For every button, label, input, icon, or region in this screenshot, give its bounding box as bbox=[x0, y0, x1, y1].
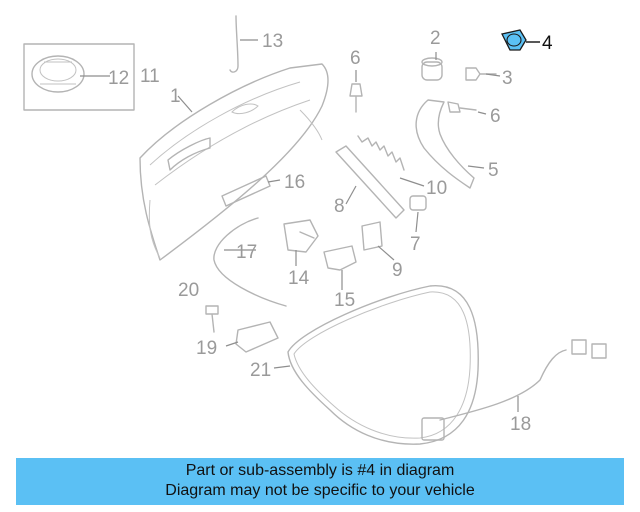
banner-line-part: Part or sub-assembly is #4 in diagram bbox=[185, 462, 455, 479]
part-2-bushing bbox=[421, 57, 443, 81]
part-16-bracket bbox=[221, 175, 271, 207]
callout-17: 17 bbox=[236, 242, 257, 263]
callout-6-upper: 6 bbox=[350, 48, 361, 69]
part-20-bolt bbox=[205, 305, 219, 333]
part-21-weatherstrip bbox=[287, 285, 479, 445]
callout-5: 5 bbox=[488, 160, 499, 181]
part-5-hinge bbox=[415, 99, 475, 189]
callout-8: 8 bbox=[334, 196, 345, 217]
part-10-spring bbox=[357, 135, 405, 171]
part-4-clip bbox=[501, 29, 527, 51]
callout-14: 14 bbox=[288, 268, 310, 289]
part-17-cable bbox=[213, 217, 287, 307]
info-banner: Part or sub-assembly is #4 in diagram Di… bbox=[16, 458, 624, 505]
callout-11: 11 bbox=[140, 66, 160, 87]
part-14-latch bbox=[283, 219, 319, 253]
part-3-bolt bbox=[465, 67, 497, 81]
callout-19: 19 bbox=[196, 338, 217, 359]
part-9-striker bbox=[361, 221, 383, 251]
part-13-wire bbox=[229, 15, 239, 73]
inset-box-11 bbox=[23, 43, 135, 111]
callout-16: 16 bbox=[284, 172, 305, 193]
trunk-lid bbox=[139, 63, 329, 261]
part-6-bolt-upper bbox=[349, 83, 363, 113]
callout-4: 4 bbox=[542, 33, 553, 54]
banner-line-disclaimer: Diagram may not be specific to your vehi… bbox=[165, 482, 475, 499]
callout-20: 20 bbox=[178, 280, 199, 301]
part-8-strut bbox=[335, 145, 405, 219]
callout-6-right: 6 bbox=[490, 106, 501, 127]
part-19-plate bbox=[235, 321, 279, 353]
callout-10: 10 bbox=[426, 178, 447, 199]
callout-15: 15 bbox=[334, 290, 355, 311]
callout-3: 3 bbox=[502, 68, 513, 89]
part-15-plate bbox=[323, 245, 357, 271]
callout-1: 1 bbox=[170, 86, 181, 107]
part-6-bolt-right bbox=[447, 101, 477, 113]
callout-12: 12 bbox=[108, 68, 129, 89]
callout-18: 18 bbox=[510, 414, 531, 435]
part-7-bumper bbox=[409, 195, 427, 211]
part-18-harness bbox=[421, 339, 607, 441]
callout-13: 13 bbox=[262, 31, 283, 52]
callout-21: 21 bbox=[250, 360, 271, 381]
callout-9: 9 bbox=[392, 260, 403, 281]
callout-2: 2 bbox=[430, 28, 441, 49]
callout-7: 7 bbox=[410, 234, 421, 255]
